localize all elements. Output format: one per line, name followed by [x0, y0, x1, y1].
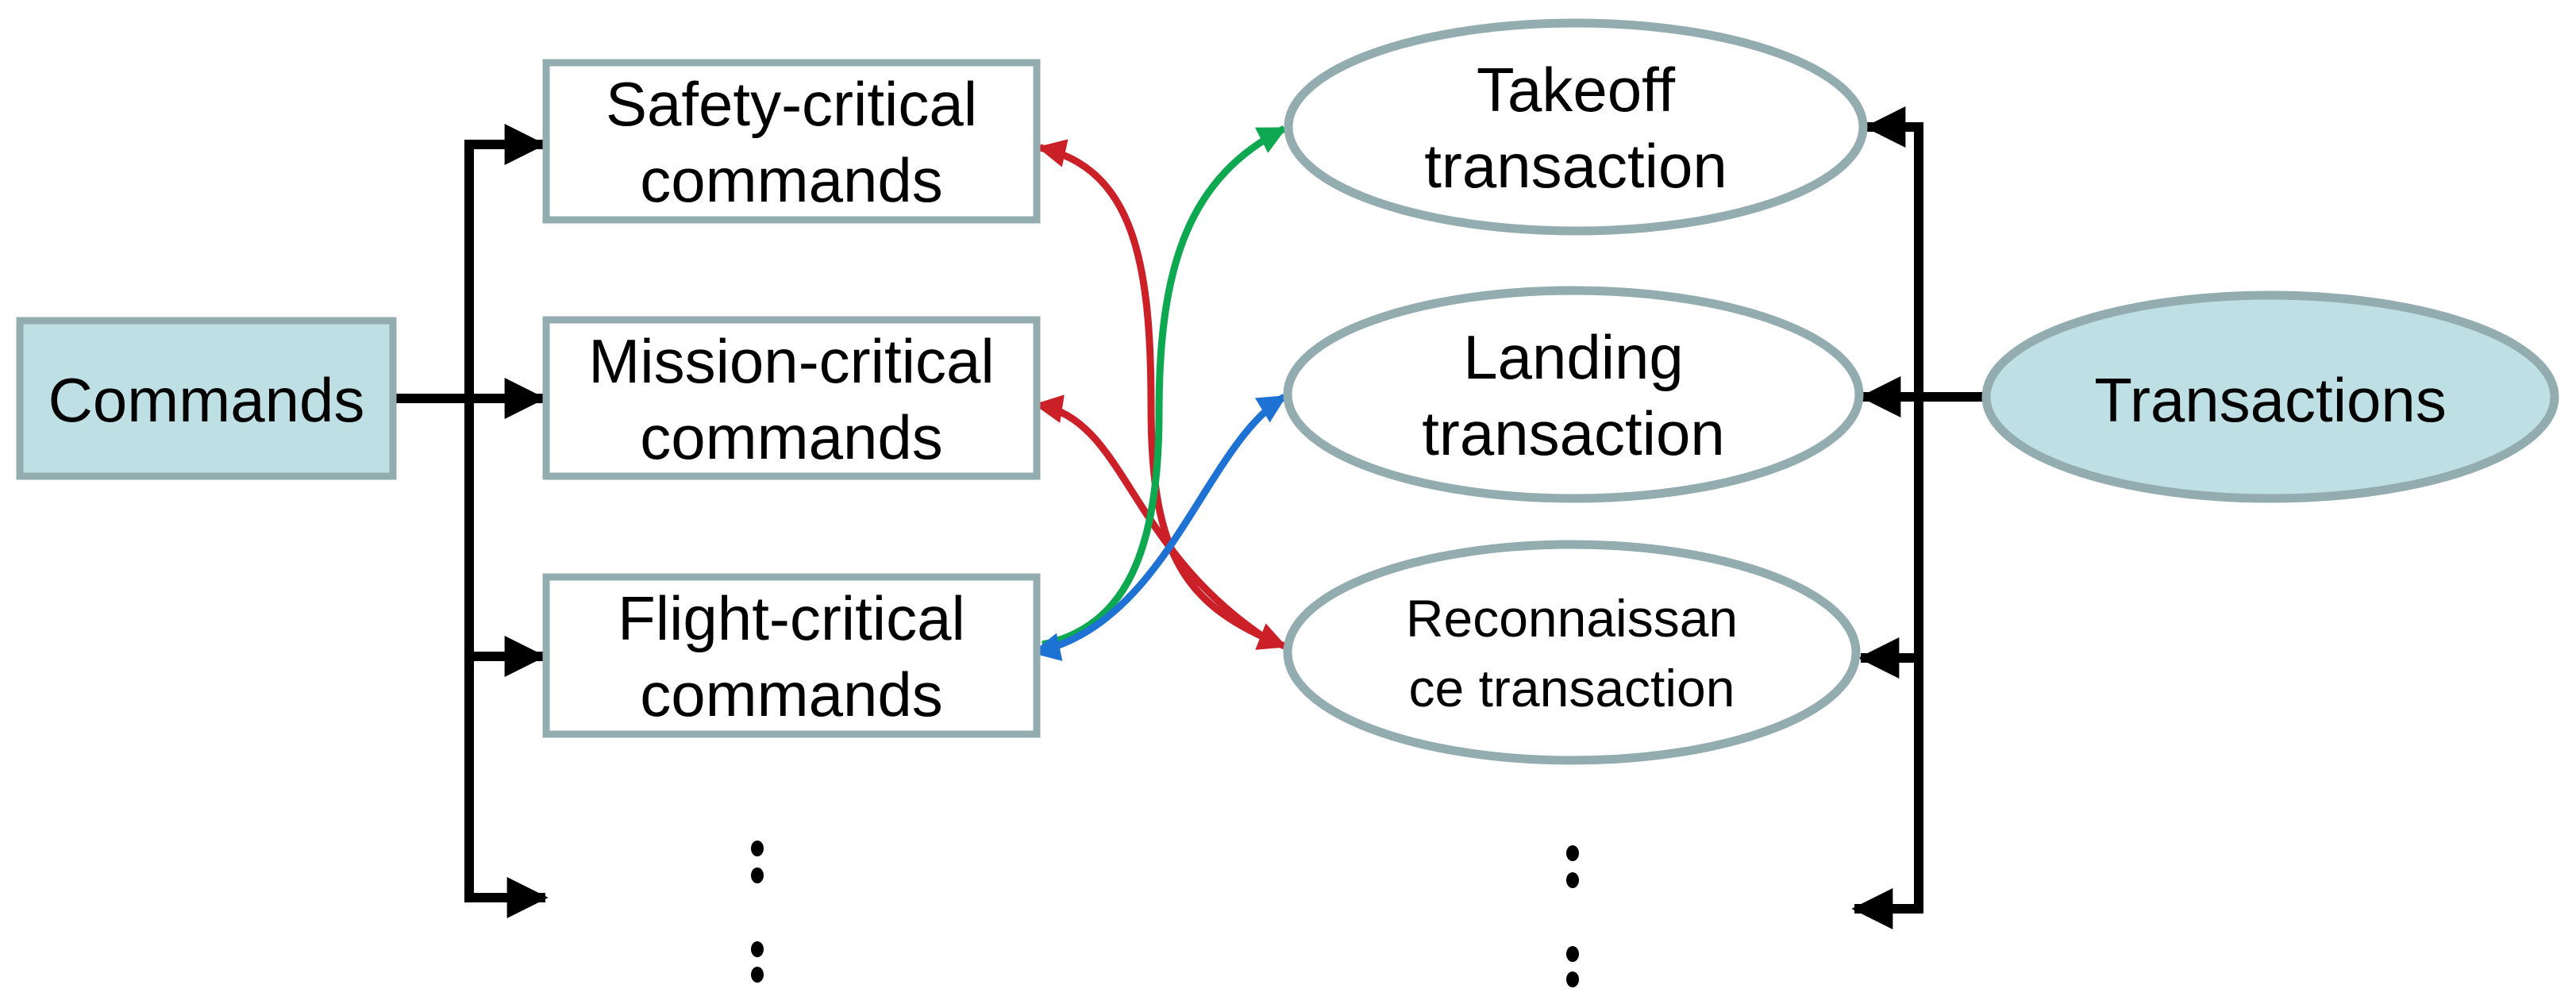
ellipsis-dot [751, 967, 764, 983]
transactions-node [1981, 290, 2559, 503]
landing-transaction-node [1283, 286, 1864, 503]
landing-transaction-label-line1: Landing [1463, 322, 1684, 392]
green-curve-flight-takeoff [1042, 125, 1288, 648]
ellipsis-dot [751, 841, 764, 856]
takeoff-transaction-node [1284, 18, 1868, 236]
mission-critical-commands-label-line1: Mission-critical [588, 326, 994, 396]
commands-node-label: Commands [48, 365, 365, 435]
mission-critical-commands-node [542, 316, 1041, 480]
black-connectors [393, 106, 1988, 929]
ellipsis-dot [1566, 946, 1579, 962]
reconnaissance-transaction-label-line2: ce transaction [1409, 659, 1735, 717]
flight-critical-commands-label-line2: commands [640, 660, 942, 729]
flight-critical-commands-label-line1: Flight-critical [618, 583, 965, 653]
takeoff-transaction-label-line1: Takeoff [1477, 55, 1675, 125]
takeoff-transaction-label-line2: transaction [1424, 131, 1727, 201]
ellipsis-dots-right [1566, 845, 1579, 987]
ellipsis-dot [1566, 845, 1579, 861]
safety-critical-commands-node [542, 59, 1041, 224]
reconnaissance-transaction-label-line1: Reconnaissan [1406, 589, 1738, 648]
relation-curves [1031, 125, 1288, 661]
ellipsis-dot [1566, 971, 1579, 987]
flight-critical-commands-node [542, 573, 1041, 738]
ellipsis-dot [751, 941, 764, 957]
transactions-node-label: Transactions [2094, 365, 2447, 435]
reconnaissance-transaction-node [1283, 540, 1861, 765]
mission-critical-commands-label-line2: commands [640, 402, 942, 472]
commands-node [16, 317, 397, 480]
landing-transaction-label-line2: transaction [1422, 398, 1725, 468]
ellipsis-dot [751, 867, 764, 883]
ellipsis-dots-left [751, 841, 764, 983]
ellipsis-dot [1566, 872, 1579, 888]
safety-critical-commands-label-line2: commands [640, 145, 942, 215]
safety-critical-commands-label-line1: Safety-critical [606, 69, 977, 139]
blue-curve-flight-landing [1031, 394, 1288, 661]
